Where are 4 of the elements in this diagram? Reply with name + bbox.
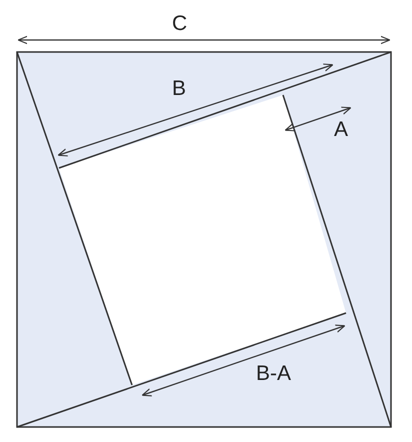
dimension-label: B	[172, 78, 186, 99]
dimension-label: C	[172, 13, 188, 34]
dimension-label: B-A	[256, 363, 292, 384]
dimension-label: A	[334, 119, 348, 140]
